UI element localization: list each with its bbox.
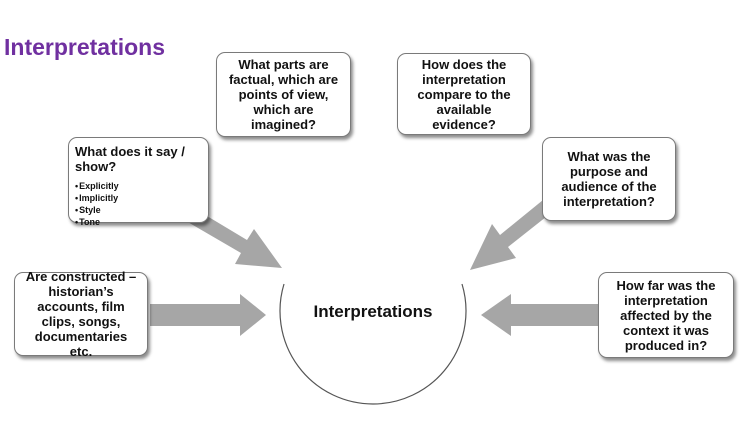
page-title: Interpretations [4, 34, 166, 60]
box-constructed: Are constructed – historian’s accounts, … [14, 269, 148, 359]
bullet-item: Style [75, 204, 119, 216]
bullet-item: Explicitly [75, 180, 119, 192]
box-context: How far was the interpretation affected … [598, 272, 734, 358]
box-factual: What parts are factual, which are points… [216, 52, 351, 137]
arrow-from-context [481, 294, 599, 336]
box-what-says: What does it say / show? Explicitly Impl… [68, 137, 209, 227]
box-evidence: How does the interpretation compare to t… [397, 53, 531, 135]
bullet-list: Explicitly Implicitly Style Tone [75, 180, 119, 228]
box-evidence-text: How does the interpretation compare to t… [417, 56, 511, 132]
bullet-item: Tone [75, 216, 119, 228]
central-arc [279, 283, 467, 405]
box-what-says-text: What does it say / show? [75, 144, 185, 174]
arrow-from-purpose [470, 200, 551, 270]
arrow-from-constructed [150, 294, 266, 336]
box-constructed-text: Are constructed – historian’s accounts, … [25, 269, 137, 359]
box-factual-text: What parts are factual, which are points… [228, 57, 339, 132]
bullet-item: Implicitly [75, 192, 119, 204]
box-context-text: How far was the interpretation affected … [616, 277, 716, 353]
box-purpose-text: What was the purpose and audience of the… [561, 149, 657, 209]
box-purpose: What was the purpose and audience of the… [542, 137, 676, 221]
center-label: Interpretations [313, 302, 433, 321]
